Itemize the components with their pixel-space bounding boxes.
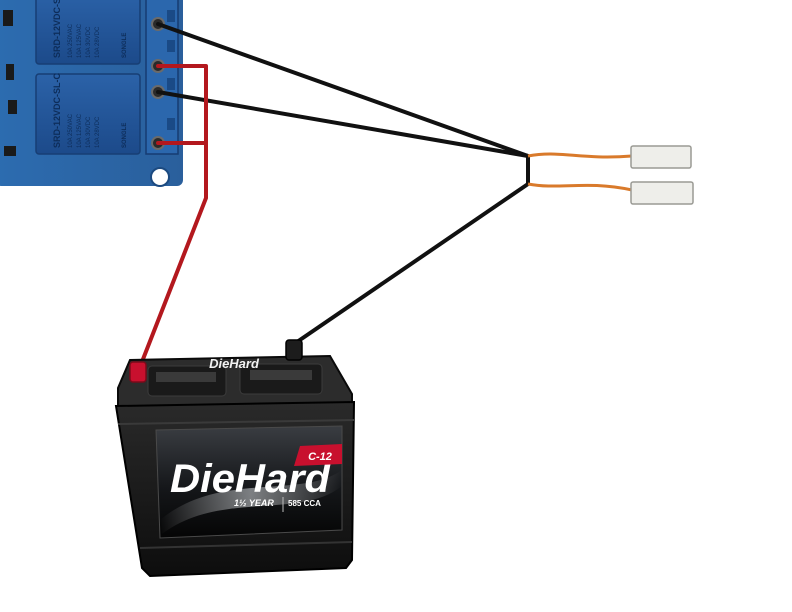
battery-cca: 585 CCA xyxy=(288,499,321,508)
connector-lower xyxy=(630,181,694,205)
relay-2-rating-4: 10A 28VDC xyxy=(95,116,101,148)
terminal-block xyxy=(145,0,179,155)
black-wire-battery-negative xyxy=(292,182,530,346)
mounting-hole xyxy=(150,167,170,187)
relay-2-model: SRD-12VDC-SL-C xyxy=(52,72,62,148)
battery-warranty: 1½ YEAR xyxy=(234,498,274,508)
battery-group-tag xyxy=(294,444,342,466)
relay-2-rating-3: 10A 30VDC xyxy=(86,116,92,148)
car-battery: DieHard DieHard C-12 1½ YEAR 585 CCA xyxy=(114,339,356,578)
relay-1-brand: SONGLE xyxy=(122,33,128,58)
relay-1: SRD-12VDC-SL-C 10A 250VAC 10A 125VAC 10A… xyxy=(35,0,141,65)
positive-terminal xyxy=(129,361,147,383)
board-components xyxy=(3,10,17,156)
relay-2-rating-1: 10A 250VAC xyxy=(68,113,74,148)
relay-1-model: SRD-12VDC-SL-C xyxy=(52,0,62,58)
connector-upper xyxy=(630,145,692,169)
black-wire-relay2-com xyxy=(156,90,530,158)
connector-lead-lower xyxy=(527,182,633,192)
load-connectors xyxy=(527,145,694,205)
negative-terminal xyxy=(285,339,303,361)
relay-module: SRD-12VDC-SL-C 10A 250VAC 10A 125VAC 10A… xyxy=(0,0,183,187)
relay-1-rating-1: 10A 250VAC xyxy=(68,23,74,58)
wires xyxy=(136,22,530,374)
black-wire-relay1-com xyxy=(156,22,530,186)
relay-2-rating-2: 10A 125VAC xyxy=(77,113,83,148)
battery-top-brand: DieHard xyxy=(209,356,260,371)
relay-1-rating-4: 10A 28VDC xyxy=(95,26,101,58)
relay-1-rating-3: 10A 30VDC xyxy=(86,26,92,58)
connector-lead-upper xyxy=(527,152,633,159)
battery-group: C-12 xyxy=(308,451,332,463)
red-wire-relay-bus xyxy=(156,64,208,145)
red-wire-battery-positive xyxy=(136,141,208,374)
relay-2-brand: SONGLE xyxy=(122,123,128,148)
relay-2: SRD-12VDC-SL-C 10A 250VAC 10A 125VAC 10A… xyxy=(35,72,141,155)
relay-1-rating-2: 10A 125VAC xyxy=(77,23,83,58)
